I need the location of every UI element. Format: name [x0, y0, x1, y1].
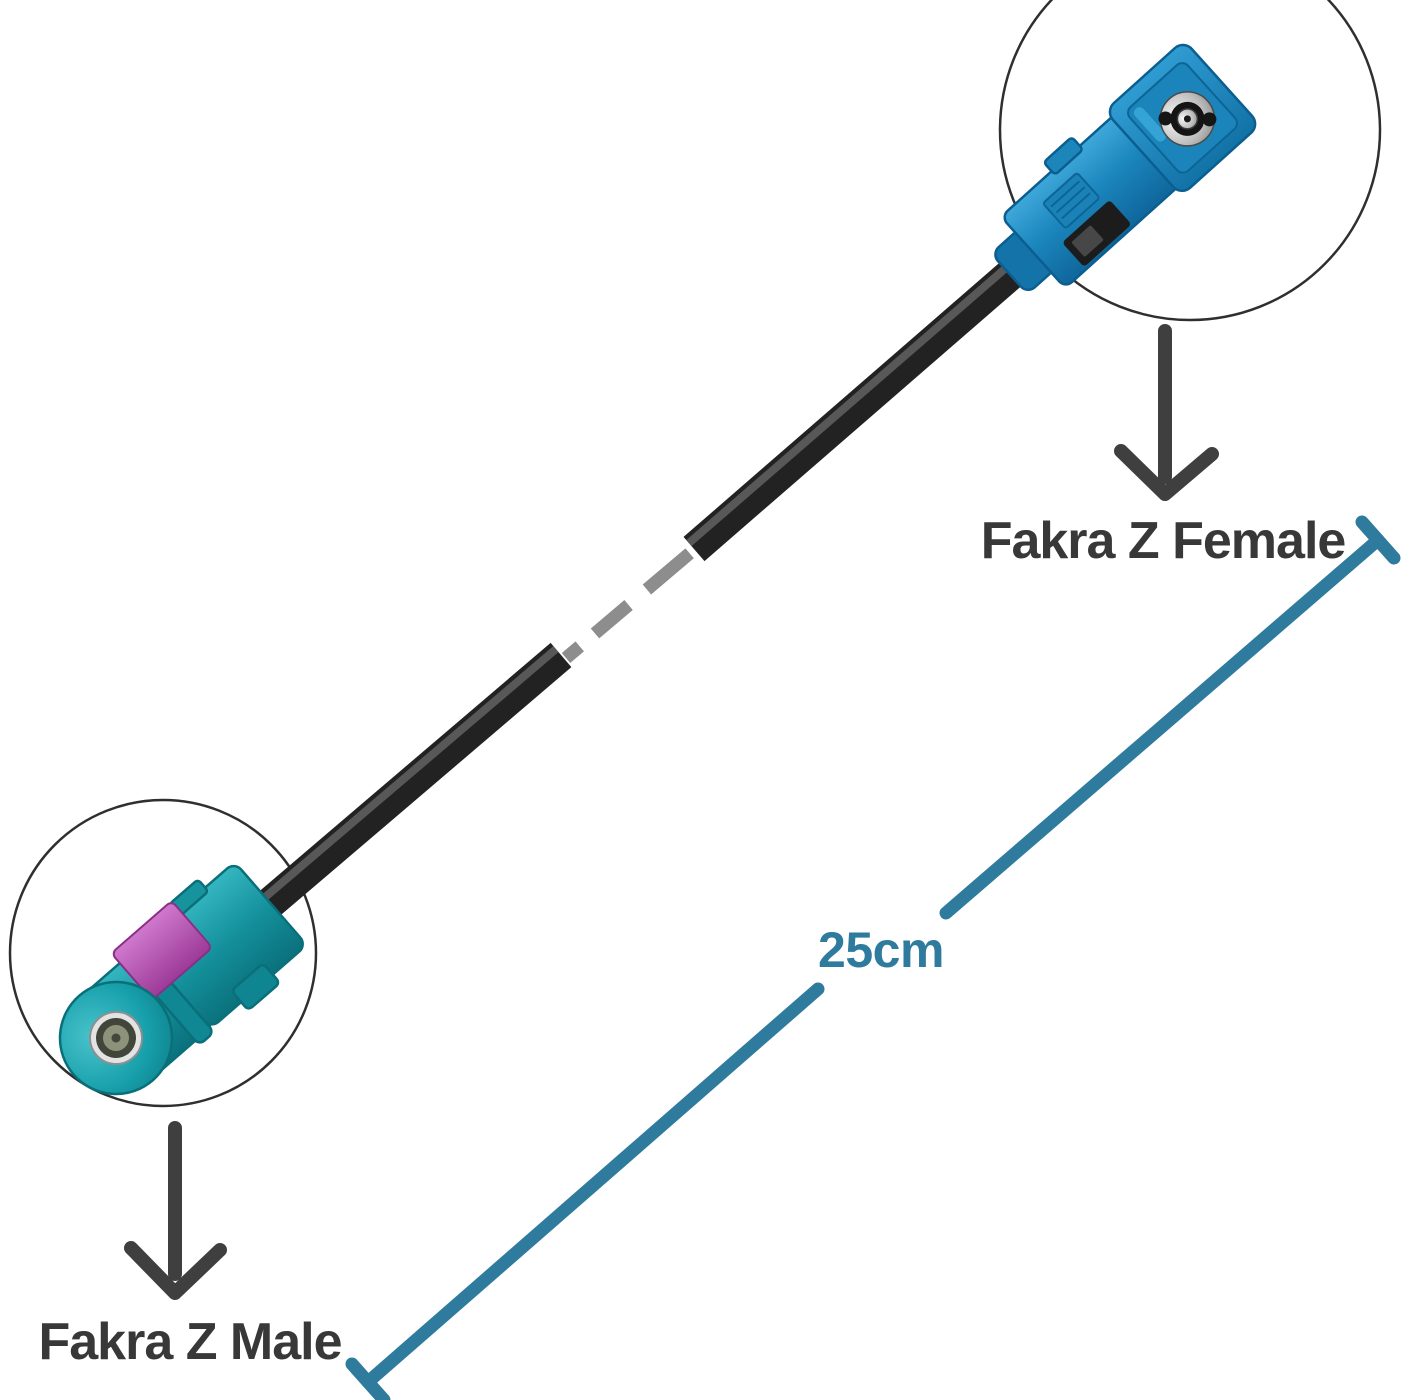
measurement-line-upper: [939, 533, 1385, 920]
cable: [237, 234, 1053, 935]
male-pin: [111, 1033, 121, 1043]
male-clip: [112, 902, 211, 999]
callout-circles: [8, 0, 1382, 1108]
measurement-cap-top: [1355, 515, 1401, 565]
female-callout-circle: [998, 0, 1382, 322]
arrow-female-head: [1114, 444, 1219, 501]
male-connector: [58, 864, 304, 1096]
female-connector: [994, 43, 1257, 292]
measurement-line-lower: [361, 982, 825, 1389]
male-bottom-fin: [232, 964, 280, 1010]
measurement-cap-bottom: [345, 1357, 391, 1400]
female-socket-notch-1: [1158, 111, 1173, 126]
female-connector-label: Fakra Z Female: [981, 512, 1346, 570]
female-label-patch: [1043, 172, 1100, 229]
female-key-slot-tab: [1072, 225, 1104, 257]
annotation-arrows: [124, 324, 1219, 1300]
male-callout-circle: [8, 798, 318, 1108]
cable-break-dashes: [561, 548, 695, 663]
cable-lower-highlight: [240, 645, 559, 920]
arrow-down-icon-male: [124, 1121, 227, 1300]
male-connector-label: Fakra Z Male: [38, 1313, 341, 1371]
female-top-tab: [1043, 137, 1083, 175]
cable-upper-highlight: [686, 237, 1040, 547]
measurement-label: 25cm: [818, 922, 944, 978]
cable-lower-segment: [237, 642, 572, 935]
arrow-male-head: [124, 1241, 227, 1300]
measurement-line: [345, 515, 1401, 1400]
female-label-lines: [1050, 180, 1091, 220]
female-face-rib: [1133, 107, 1167, 142]
cable-upper-segment: [683, 234, 1053, 562]
female-socket-pin-hole: [1183, 115, 1191, 123]
arrow-down-icon-female: [1114, 324, 1219, 501]
female-socket-notch-2: [1202, 112, 1217, 127]
